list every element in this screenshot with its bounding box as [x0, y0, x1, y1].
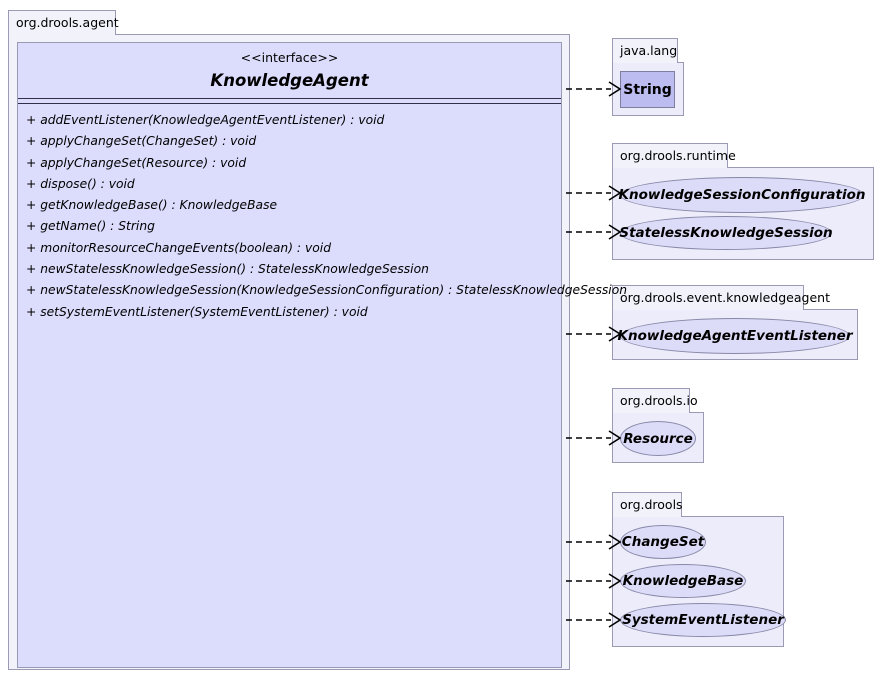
class-method: + applyChangeSet(Resource) : void: [26, 155, 247, 170]
class-method: + newStatelessKnowledgeSession() : State…: [26, 262, 429, 277]
class-method: + monitorResourceChangeEvents(boolean) :…: [26, 240, 331, 255]
interface-node-label: KnowledgeAgentEventListener: [617, 328, 853, 344]
interface-node-label: Resource: [623, 430, 693, 447]
class-method: + getName() : String: [26, 219, 155, 234]
class-title: KnowledgeAgent: [210, 71, 369, 90]
interface-node-changeset[interactable]: ChangeSet: [620, 525, 706, 559]
class-stereotype: <<interface>>: [240, 50, 339, 65]
class-method: + applyChangeSet(ChangeSet) : void: [26, 134, 257, 149]
class-node-string[interactable]: String: [620, 71, 675, 108]
class-method: + setSystemEventListener(SystemEventList…: [26, 304, 368, 319]
interface-node-resource[interactable]: Resource: [620, 421, 696, 456]
class-box-knowledgeagent[interactable]: <<interface>> KnowledgeAgent + addEventL…: [17, 42, 628, 668]
interface-node-label: SystemEventListener: [622, 612, 784, 628]
class-method: + newStatelessKnowledgeSession(Knowledge…: [26, 283, 628, 298]
package-tab-label: org.drools.io: [612, 388, 698, 413]
class-separator-methods: [18, 103, 561, 104]
interface-node-label: KnowledgeBase: [622, 573, 744, 589]
class-node-label: String: [623, 81, 672, 98]
package-tab-label: org.drools.agent: [8, 10, 119, 35]
interface-node-label: StatelessKnowledgeSession: [619, 225, 833, 241]
package-tab-label: java.lang: [612, 38, 678, 63]
interface-node-label: ChangeSet: [621, 534, 705, 550]
class-method-list: + addEventListener(KnowledgeAgentEventLi…: [18, 104, 628, 331]
interface-node-systemeventlistener[interactable]: SystemEventListener: [620, 603, 786, 637]
package-tab-label: org.drools: [612, 492, 683, 517]
interface-node-label: KnowledgeSessionConfiguration: [618, 187, 866, 203]
class-separator-attributes: [18, 98, 561, 99]
package-tab-label: org.drools.runtime: [612, 143, 736, 168]
interface-node-knowledgeagenteventlistener[interactable]: KnowledgeAgentEventListener: [617, 318, 853, 354]
interface-node-knowledgesessionconfiguration[interactable]: KnowledgeSessionConfiguration: [618, 177, 866, 213]
class-method: + getKnowledgeBase() : KnowledgeBase: [26, 198, 278, 213]
class-method: + dispose() : void: [26, 176, 135, 191]
interface-node-statelessknowledgesession[interactable]: StatelessKnowledgeSession: [619, 216, 833, 250]
class-method: + addEventListener(KnowledgeAgentEventLi…: [26, 113, 385, 127]
interface-node-knowledgebase[interactable]: KnowledgeBase: [620, 564, 746, 598]
package-tab-label: org.drools.event.knowledgeagent: [612, 285, 830, 310]
